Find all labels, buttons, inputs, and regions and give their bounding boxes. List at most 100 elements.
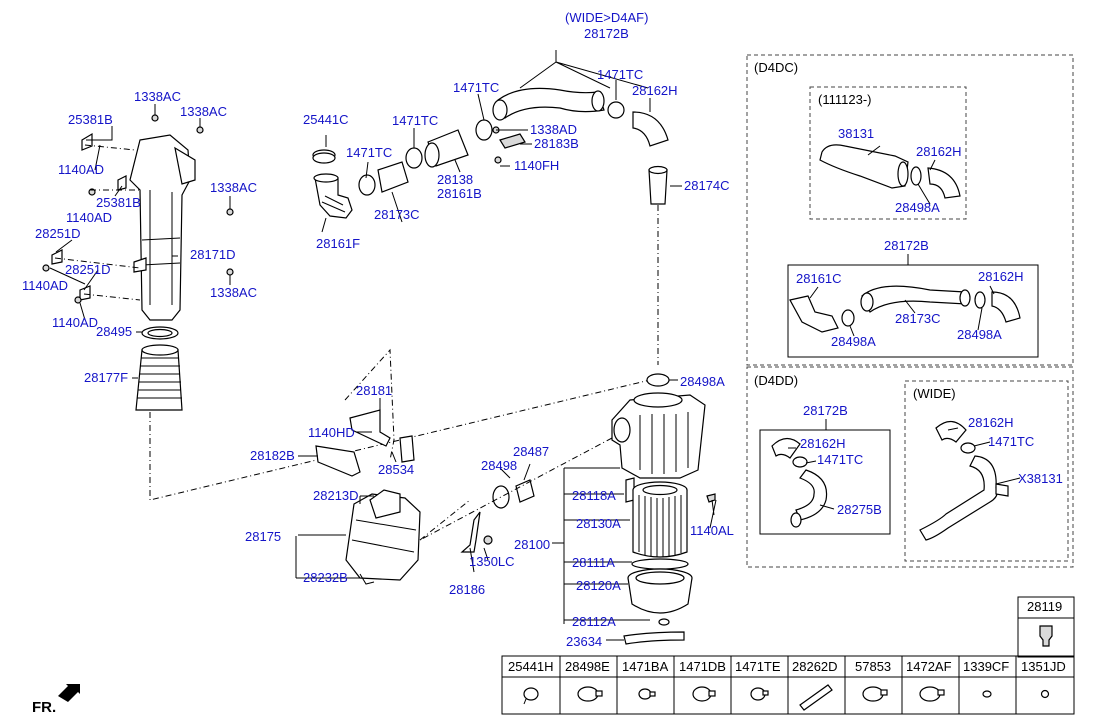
label-1338AC-b: 1338AC xyxy=(180,104,227,119)
label-28251D-b: 28251D xyxy=(65,262,111,277)
label-28498A-main: 28498A xyxy=(680,374,725,389)
d4dc-28172B-parts xyxy=(789,285,1021,337)
resonator-group xyxy=(295,348,471,585)
lower-case-28120A xyxy=(627,568,693,614)
label-28251D-a: 28251D xyxy=(35,226,81,241)
d4dd-parts xyxy=(771,437,835,528)
label-28182B: 28182B xyxy=(250,448,295,463)
label-28183B: 28183B xyxy=(534,136,579,151)
table-head-6: 57853 xyxy=(855,659,891,674)
label-1140AL: 1140AL xyxy=(690,523,734,538)
label-28173C: 28173C xyxy=(374,207,420,222)
clamp-icon-1471TE xyxy=(750,687,769,701)
clamp-28498A xyxy=(646,373,670,387)
label-1471TC-b: 1471TC xyxy=(392,113,438,128)
label-1338AD: 1338AD xyxy=(530,122,577,137)
label-X38131: X38131 xyxy=(1018,471,1063,486)
label-28162H-dc1: 28162H xyxy=(916,144,962,159)
label-wide-d4af: (WIDE>D4AF) xyxy=(565,10,648,25)
label-1471TC-wide: 1471TC xyxy=(988,434,1034,449)
label-25441C: 25441C xyxy=(303,112,349,127)
filter-element-28130A xyxy=(632,481,688,558)
label-28171D: 28171D xyxy=(190,247,236,262)
label-28111A: 28111A xyxy=(572,555,615,570)
label-28161B: 28161B xyxy=(437,186,482,201)
label-28172B-dd: 28172B xyxy=(803,403,848,418)
label-1471TC-d: 1471TC xyxy=(597,67,643,82)
clamp-icon-25441H xyxy=(523,687,539,705)
table-head-5: 28262D xyxy=(792,659,838,674)
label-1140FH: 1140FH xyxy=(514,158,559,173)
nut-icon-1351JD xyxy=(1040,689,1050,699)
hose-23634 xyxy=(623,631,685,645)
label-28100: 28100 xyxy=(514,537,550,552)
table-head-9: 1351JD xyxy=(1021,659,1066,674)
table-head-4: 1471TE xyxy=(735,659,781,674)
clamp-icon-28498E xyxy=(577,686,603,702)
intake-duct-group xyxy=(42,104,651,501)
label-1471TC-c: 1471TC xyxy=(453,80,499,95)
table-head-3: 1471DB xyxy=(679,659,726,674)
grommet-icon-1339CF xyxy=(982,690,992,698)
front-label: FR. xyxy=(32,699,56,716)
label-28161F: 28161F xyxy=(316,236,360,251)
tube-28174C xyxy=(648,169,668,205)
label-111123: (111123-) xyxy=(818,92,871,107)
label-d4dc: (D4DC) xyxy=(754,60,798,75)
label-wide: (WIDE) xyxy=(913,386,956,401)
label-28534: 28534 xyxy=(378,462,414,477)
label-28498A-dc2a: 28498A xyxy=(831,334,876,349)
hose-group xyxy=(312,50,682,365)
label-28172B-top: 28172B xyxy=(584,26,629,41)
label-28138: 28138 xyxy=(437,172,473,187)
label-1140AD-b: 1140AD xyxy=(66,210,112,225)
label-25381B-b: 25381B xyxy=(96,195,141,210)
label-25381B-a: 25381B xyxy=(68,112,113,127)
label-1471TC-a: 1471TC xyxy=(346,145,392,160)
label-28181: 28181 xyxy=(356,383,392,398)
label-28161C: 28161C xyxy=(796,271,842,286)
part-28119-box xyxy=(1017,596,1075,658)
label-28495: 28495 xyxy=(96,324,132,339)
label-d4dd: (D4DD) xyxy=(754,373,798,388)
d4dc-111123-parts xyxy=(819,144,961,205)
label-28177F: 28177F xyxy=(84,370,128,385)
label-28174C: 28174C xyxy=(684,178,730,193)
table-head-0: 25441H xyxy=(508,659,554,674)
d4dc-28172B-box xyxy=(787,264,1039,358)
label-28162H-dc2: 28162H xyxy=(978,269,1024,284)
label-28232B: 28232B xyxy=(303,570,348,585)
table-head-8: 1339CF xyxy=(963,659,1009,674)
label-1338AC-d: 1338AC xyxy=(210,285,257,300)
clamp-icon-1471BA xyxy=(638,688,656,700)
label-28213D: 28213D xyxy=(313,488,359,503)
clamp-icon-1471DB xyxy=(692,686,716,702)
label-28175: 28175 xyxy=(245,529,281,544)
front-arrow-icon xyxy=(58,684,80,702)
label-1140AD-a: 1140AD xyxy=(58,162,104,177)
label-1471TC-dd: 1471TC xyxy=(817,452,863,467)
label-1338AC-c: 1338AC xyxy=(210,180,257,195)
label-28120A: 28120A xyxy=(576,578,621,593)
hose-28172B xyxy=(497,87,605,119)
front-direction-marker: FR. xyxy=(32,684,80,716)
label-28186: 28186 xyxy=(449,582,485,597)
label-28119: 28119 xyxy=(1027,599,1062,614)
label-28162H-top: 28162H xyxy=(632,83,678,98)
label-28173C-dc: 28173C xyxy=(895,311,941,326)
hose-icon-28262D xyxy=(799,684,833,711)
table-head-7: 1472AF xyxy=(906,659,952,674)
label-28275B: 28275B xyxy=(837,502,882,517)
air-cleaner-group xyxy=(419,373,717,645)
label-1140AD-d: 1140AD xyxy=(52,315,98,330)
label-1350LC: 1350LC xyxy=(469,554,515,569)
hose-28173C xyxy=(377,161,409,193)
parts-table: 25441H 28498E 1471BA 1471DB 1471TE 28262… xyxy=(501,655,1075,715)
elbow-28161F xyxy=(314,177,353,219)
label-23634: 23634 xyxy=(566,634,602,649)
table-head-1: 28498E xyxy=(565,659,610,674)
label-28162H-wide: 28162H xyxy=(968,415,1014,430)
elbow-28162H xyxy=(632,111,669,147)
label-28112A: 28112A xyxy=(572,614,616,629)
